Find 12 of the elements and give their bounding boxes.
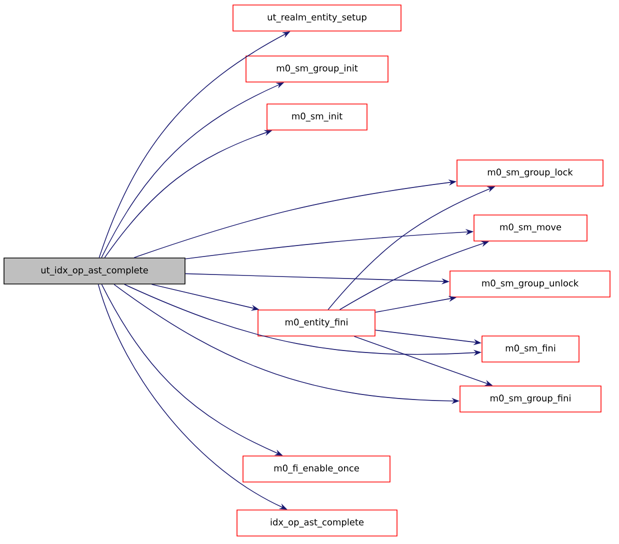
function-box: m0_sm_move: [474, 214, 588, 242]
function-box: m0_sm_fini: [482, 336, 580, 362]
function-box: m0_fi_enable_once: [242, 456, 390, 482]
function-box: m0_sm_group_lock: [456, 160, 604, 186]
function-box: m0_sm_group_unlock: [450, 270, 610, 298]
function-box: m0_sm_group_init: [246, 56, 388, 82]
function-box: ut_realm_entity_setup: [232, 4, 402, 32]
function-box: m0_sm_init: [266, 104, 368, 130]
function-box: m0_sm_group_fini: [460, 386, 602, 412]
function-box: m0_entity_fini: [258, 310, 376, 336]
function-box: idx_op_ast_complete: [236, 510, 398, 536]
root-function-box: ut_idx_op_ast_complete: [4, 258, 186, 284]
